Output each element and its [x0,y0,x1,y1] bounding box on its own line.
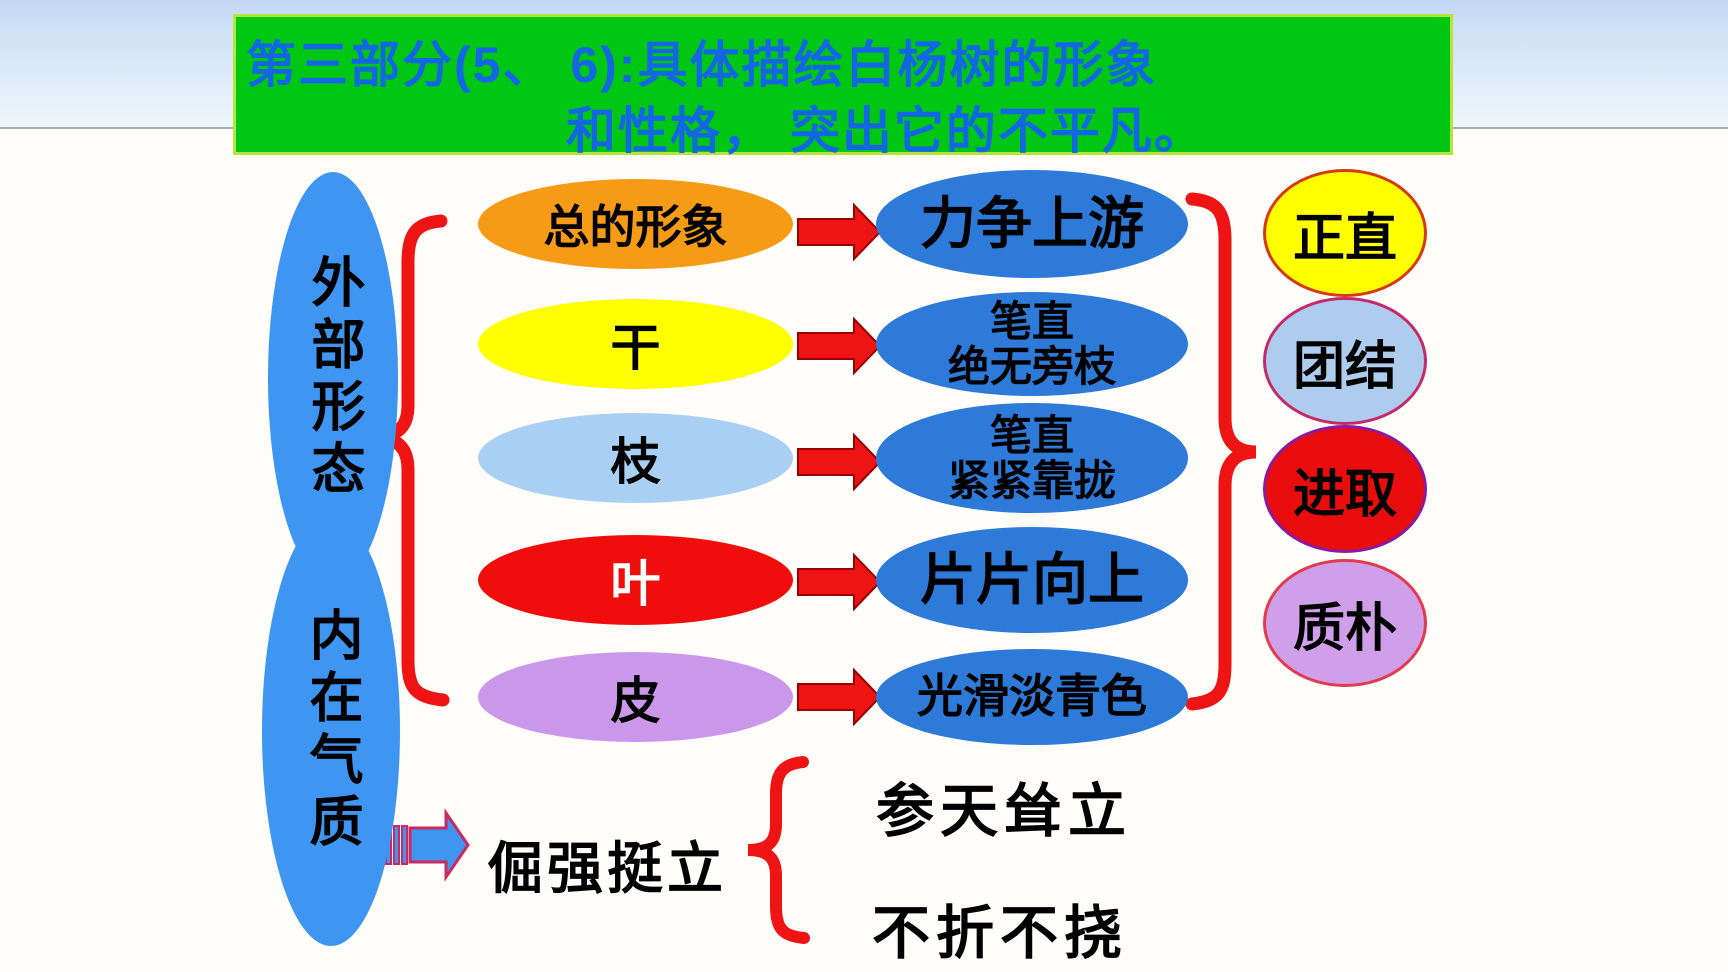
result-line: 紧紧靠拢 [947,457,1116,504]
part-ellipse-bark: 皮 [478,652,793,742]
arrow-row-4 [797,552,882,612]
inner-quality-arrow [385,808,470,882]
category-ellipse-external-form: 外部形态 [268,172,398,584]
inner-trait-text: 倔强挺立 [487,837,727,900]
result-line: 光滑淡青色 [917,670,1147,723]
quality-label: 进取 [1292,465,1397,524]
result-ellipse-bark-smooth: 光滑淡青色 [876,649,1188,745]
bottom-brace [747,756,810,944]
result-ellipse-strive-upstream: 力争上游 [876,170,1188,278]
result-line: 绝无旁枝 [947,343,1116,390]
part-label: 干 [610,320,661,376]
part-label: 皮 [610,673,661,729]
result-line: 力争上游 [920,191,1144,255]
quality-label: 正直 [1292,209,1397,268]
arrow-row-2 [797,316,882,376]
inner-item-towering: 参天耸立 [876,779,1133,844]
quality-label: 团结 [1292,337,1397,396]
part-label: 叶 [610,556,661,612]
result-ellipse-branch-close: 笔直 紧紧靠拢 [876,403,1188,513]
category-label: 外部形态 [303,254,363,502]
title-banner: 第三部分(5、 6):具体描绘白杨树的形象 和性格， 突出它的不平凡。 [233,14,1453,159]
part-ellipse-overall-image: 总的形象 [478,179,793,269]
part-ellipse-trunk: 干 [478,299,793,389]
quality-circle-upright: 正直 [1263,169,1427,297]
part-ellipse-branch: 枝 [478,413,793,503]
result-ellipse-trunk-straight: 笔直 绝无旁枝 [876,292,1188,396]
inner-item-unyielding: 不折不挠 [872,901,1129,966]
quality-circle-enterprising: 进取 [1263,425,1427,553]
quality-circle-unity: 团结 [1263,297,1427,425]
arrow-row-3 [797,432,882,492]
title-line-2: 和性格， 突出它的不平凡。 [566,103,1206,159]
category-ellipse-inner-temperament: 内在气质 [262,516,400,946]
right-brace [1185,192,1257,711]
quality-circle-simple: 质朴 [1263,559,1427,687]
quality-label: 质朴 [1292,599,1397,658]
result-ellipse-leaf-upward: 片片向上 [876,527,1188,633]
result-line: 笔直 [989,411,1074,459]
arrow-row-5 [797,667,882,727]
title-line-1: 第三部分(5、 6):具体描绘白杨树的形象 [246,37,1158,93]
part-ellipse-leaf: 叶 [478,535,793,625]
result-line: 片片向上 [920,547,1144,611]
part-label: 枝 [610,434,661,490]
arrow-row-1 [797,202,882,262]
result-line: 笔直 [989,297,1074,345]
part-label: 总的形象 [543,201,728,253]
category-label: 内在气质 [301,607,361,855]
